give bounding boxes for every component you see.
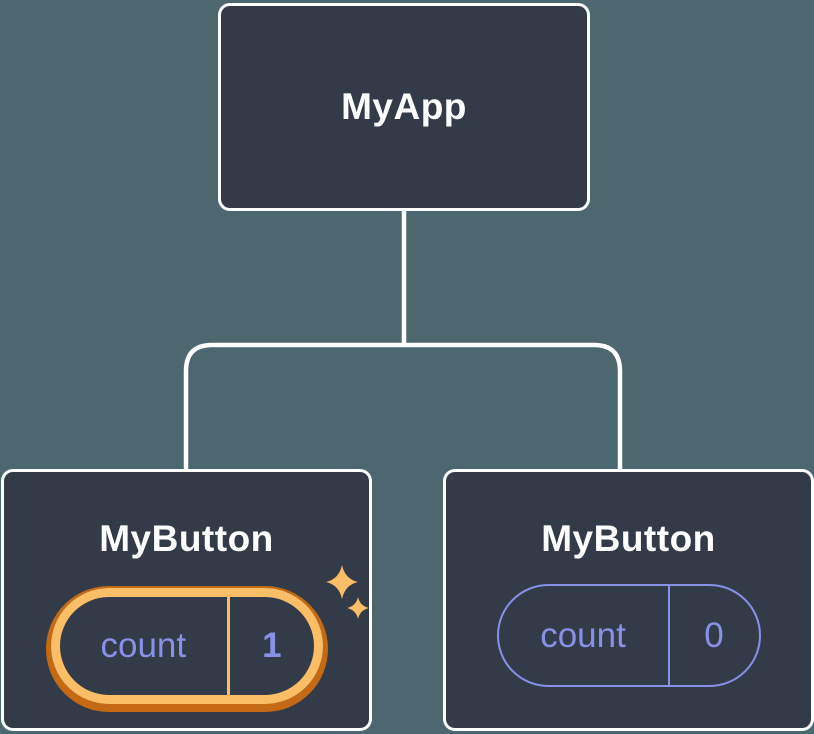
button-node-right: MyButton count 0 (443, 469, 814, 731)
state-key-cell: count (60, 597, 231, 695)
state-value: 1 (262, 626, 282, 665)
button-node-left: MyButton count 1 (1, 469, 372, 731)
button-node-left-label: MyButton (99, 518, 274, 559)
state-key-label: count (100, 626, 187, 665)
state-key-cell: count (499, 586, 670, 685)
button-node-right-label: MyButton (541, 518, 716, 559)
app-node-label: MyApp (341, 86, 467, 127)
app-node: MyApp (218, 3, 590, 211)
sparkle-icon (326, 565, 369, 619)
state-value: 0 (704, 615, 724, 655)
state-value-cell: 0 (670, 586, 759, 685)
state-value-cell: 1 (230, 597, 313, 695)
state-pill-plain: count 0 (496, 584, 761, 687)
state-pill-highlighted: count 1 (50, 588, 323, 704)
state-key-label: count (540, 615, 626, 655)
